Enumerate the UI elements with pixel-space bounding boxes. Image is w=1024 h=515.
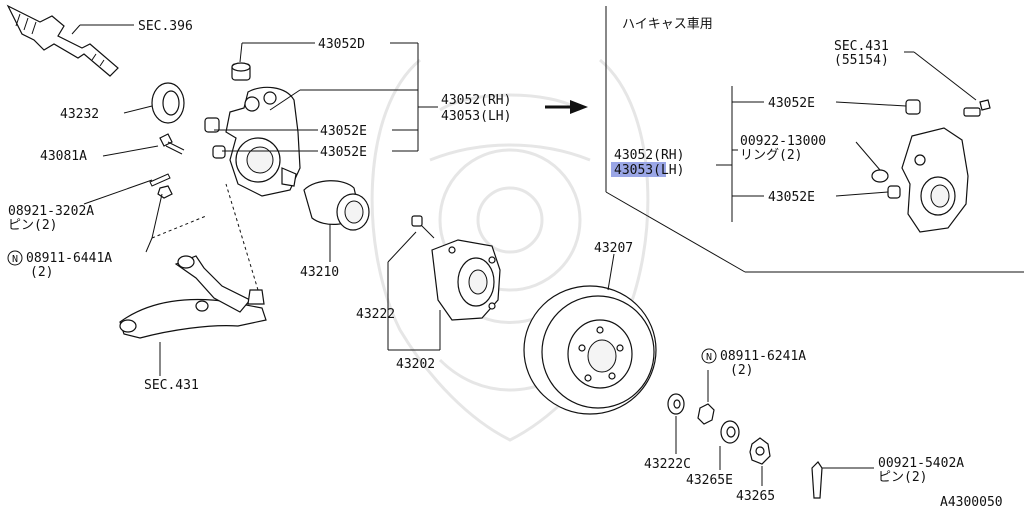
bolt-part <box>159 133 185 155</box>
watermark-crest <box>370 58 650 442</box>
leader-lines <box>71 24 977 486</box>
label-43207[interactable]: 43207 <box>594 241 633 256</box>
label-sec396[interactable]: SEC.396 <box>138 19 193 34</box>
label-diagram-code: A4300050 <box>940 495 1003 510</box>
label-43222[interactable]: 43222 <box>356 307 395 322</box>
part-labels: SEC.396 43052D 43232 43052(RH) 43053(LH)… <box>8 17 1003 510</box>
label-43265e[interactable]: 43265E <box>686 473 733 488</box>
label-43052-rh[interactable]: 43052(RH) <box>441 93 511 108</box>
label-inset-43052e-lower[interactable]: 43052E <box>768 190 815 205</box>
label-43210[interactable]: 43210 <box>300 265 339 280</box>
label-inset-43052e-upper[interactable]: 43052E <box>768 96 815 111</box>
label-43222c[interactable]: 43222C <box>644 457 691 472</box>
arrow-to-inset <box>545 100 588 114</box>
drive-shaft-part <box>6 4 119 77</box>
label-pin-qty-b: ピン(2) <box>878 470 927 485</box>
label-qty-b: (2) <box>730 363 753 378</box>
label-43053-lh[interactable]: 43053(LH) <box>441 109 511 124</box>
washer-nut-set <box>667 393 823 499</box>
brake-disc-part <box>523 285 657 415</box>
label-sec431-main[interactable]: SEC.431 <box>144 378 199 393</box>
label-43052d[interactable]: 43052D <box>318 37 365 52</box>
steering-knuckle-part <box>204 62 301 197</box>
wheel-bearing-part <box>303 180 370 231</box>
label-inset-43052-rh[interactable]: 43052(RH) <box>614 148 684 163</box>
n-mark-08911-6241a: N <box>701 348 717 364</box>
label-08911-6441a[interactable]: 08911-6441A <box>26 251 112 266</box>
label-08911-6241a[interactable]: 08911-6241A <box>720 349 806 364</box>
label-inset-sec431[interactable]: SEC.431 <box>834 39 889 54</box>
inset-knuckle-part <box>871 99 991 233</box>
n-mark-label: N <box>706 352 712 363</box>
label-08921-3202a[interactable]: 08921-3202A <box>8 204 94 219</box>
label-43265[interactable]: 43265 <box>736 489 775 504</box>
label-43202[interactable]: 43202 <box>396 357 435 372</box>
n-mark-label: N <box>12 254 18 265</box>
label-inset-55154[interactable]: (55154) <box>834 53 889 68</box>
label-qty-a: (2) <box>30 265 53 280</box>
inset-frame <box>605 6 1024 273</box>
label-43052e-upper[interactable]: 43052E <box>320 124 367 139</box>
label-inset-43053-lh[interactable]: 43053(LH) <box>614 163 684 178</box>
label-inset-ring: リング(2) <box>740 148 802 163</box>
label-43232[interactable]: 43232 <box>60 107 99 122</box>
label-00921-5402a[interactable]: 00921-5402A <box>878 456 964 471</box>
oil-seal-part <box>151 82 185 124</box>
lower-arm-part <box>119 183 267 339</box>
inset-title: ハイキャス車用 <box>622 17 713 32</box>
label-43052e-lower[interactable]: 43052E <box>320 145 367 160</box>
n-mark-08911-6441a: N <box>7 250 23 266</box>
label-43081a[interactable]: 43081A <box>40 149 87 164</box>
label-pin-qty-a: ピン(2) <box>8 218 57 233</box>
label-inset-00922-13000[interactable]: 00922-13000 <box>740 134 826 149</box>
highlight-43053 <box>611 162 666 177</box>
cotter-pin-part <box>149 173 173 199</box>
wheel-hub-part <box>411 215 501 321</box>
